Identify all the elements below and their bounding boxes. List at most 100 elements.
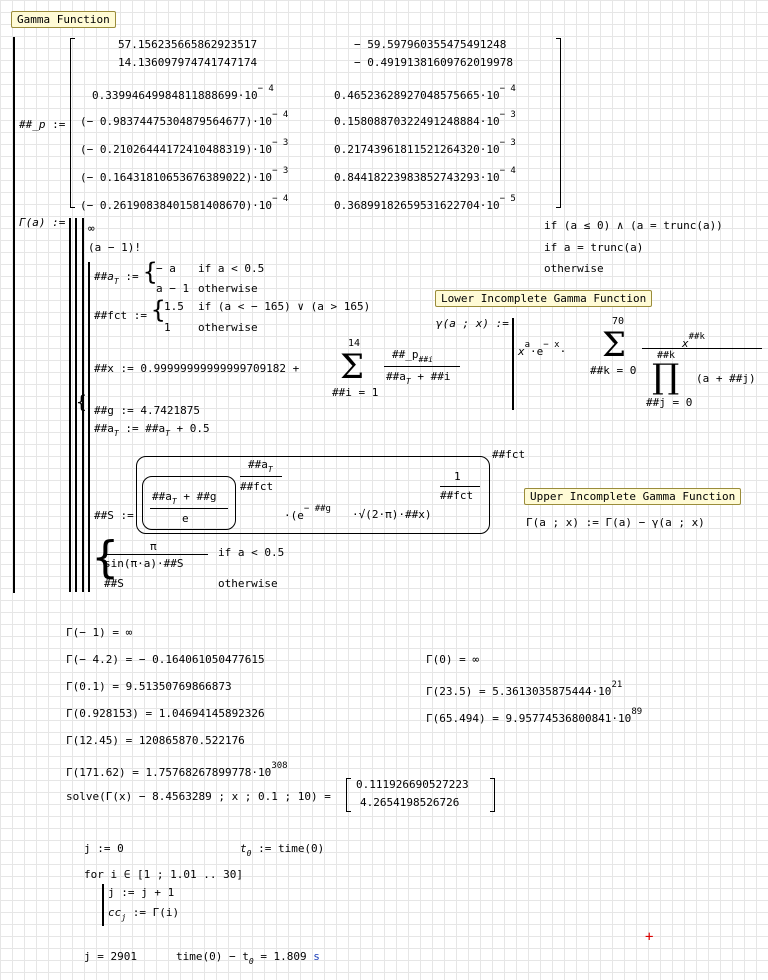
piecewise-brace: { xyxy=(151,296,166,324)
piecewise-brace: { xyxy=(92,532,119,583)
fraction-line xyxy=(642,348,762,349)
j-init[interactable]: j := 0 xyxy=(84,842,124,855)
fct-def-lhs[interactable]: ##fct := xyxy=(94,309,147,322)
header-text: Gamma Function xyxy=(17,13,110,26)
prod-sign: ∏ xyxy=(652,357,680,397)
S-def-lhs[interactable]: ##S := xyxy=(94,509,134,522)
gamma-function-label[interactable]: Gamma Function xyxy=(11,11,116,28)
sum-sign: Σ xyxy=(340,347,365,387)
fct-case1: 1.5 xyxy=(164,300,184,313)
program-bar-outer xyxy=(69,218,71,592)
piecewise-brace: { xyxy=(143,258,158,286)
final-else: ##S xyxy=(104,577,124,590)
matrix-cell: 14.136097974741747174 xyxy=(118,56,258,69)
fraction-line xyxy=(440,486,480,487)
matrix-cell: (− 0.16431810653676389022)·10− 3 xyxy=(80,166,289,184)
prod-term: (a + ##j) xyxy=(696,372,756,385)
aT-case1: − a xyxy=(156,262,176,275)
inner-exp-num: 1 xyxy=(454,470,461,483)
sum-numerator: ##_p##i xyxy=(392,348,433,364)
vector-bracket-left xyxy=(346,778,351,812)
S-denominator: e xyxy=(182,512,189,525)
exp-denominator: ##fct xyxy=(240,480,274,493)
fraction-line xyxy=(150,508,228,509)
lower-def-lhs[interactable]: γ(a ; x) := xyxy=(436,317,509,330)
solve-root: 4.2654198526726 xyxy=(360,796,460,809)
final-otherwise: otherwise xyxy=(218,577,278,590)
matrix-cell: − 0.49191381609762019978 xyxy=(354,56,513,69)
cond-nonpositive-int: if (a ≤ 0) ∧ (a = trunc(a)) xyxy=(544,219,723,232)
aT-cond2: otherwise xyxy=(198,282,258,295)
matrix-cell: 0.36899182659531622704·10− 5 xyxy=(334,194,516,212)
matrix-bracket-right xyxy=(556,38,561,208)
solve-expr[interactable]: solve(Γ(x) − 8.4563289 ; x ; 0.1 ; 10) = xyxy=(66,790,331,803)
factorial-expr: (a − 1)! xyxy=(88,241,141,254)
inner-exp-den: ##fct xyxy=(440,489,474,502)
for-loop[interactable]: for i ∈ [1 ; 1.01 .. 30] xyxy=(84,868,243,881)
sum-upper: 14 xyxy=(348,338,361,349)
result-line[interactable]: Γ(65.494) = 9.95774536800841·1089 xyxy=(426,707,643,725)
brace-left: { xyxy=(76,392,87,413)
result-line[interactable]: Γ(171.62) = 1.75768267899778·10308 xyxy=(66,761,288,779)
fct-case2: 1 xyxy=(164,321,171,334)
prod-lower: ##j = 0 xyxy=(646,396,693,409)
program-bar-deep xyxy=(88,262,90,592)
upper-incomplete-label[interactable]: Upper Incomplete Gamma Function xyxy=(524,488,742,505)
inf-value: ∞ xyxy=(88,222,95,235)
sum-sign: Σ xyxy=(602,325,627,365)
matrix-cell: − 59.597960355475491248 xyxy=(354,38,507,51)
result-line[interactable]: Γ(0.1) = 9.51350769866873 xyxy=(66,680,232,693)
p-def-lhs[interactable]: ##_p := xyxy=(19,118,66,131)
result-line[interactable]: Γ(− 4.2) = − 0.164061050477615 xyxy=(66,653,265,666)
fct-cond2: otherwise xyxy=(198,321,258,334)
upper-def[interactable]: Γ(a ; x) := Γ(a) − γ(a ; x) xyxy=(526,516,705,529)
matrix-cell: 57.156235665862923517 xyxy=(118,38,258,51)
matrix-cell: 0.84418223983852743293·10− 4 xyxy=(334,166,516,184)
elapsed-time[interactable]: time(0) − t0 = 1.809 s xyxy=(176,950,320,966)
j-result[interactable]: j = 2901 xyxy=(84,950,137,963)
fraction-line xyxy=(240,476,282,477)
g-def[interactable]: ##g := 4.7421875 xyxy=(94,404,200,417)
sum-lower: ##i = 1 xyxy=(332,386,379,399)
cond-integer: if a = trunc(a) xyxy=(544,241,644,254)
result-line[interactable]: Γ(0) = ∞ xyxy=(426,653,479,666)
program-bar xyxy=(512,318,514,410)
aT-update[interactable]: ##aT := ##aT + 0.5 xyxy=(94,422,210,438)
x-def-lhs[interactable]: ##x := 0.99999999999999709182 + xyxy=(94,362,300,375)
result-line[interactable]: Γ(0.928153) = 1.04694145892326 xyxy=(66,707,265,720)
matrix-cell: 0.15808870322491248884·10− 3 xyxy=(334,110,516,128)
t0-init[interactable]: t0 := time(0) xyxy=(240,842,325,858)
aT-def-lhs[interactable]: ##aT := xyxy=(94,270,139,286)
S-sqrt-term: ·√(2·π)·##x) xyxy=(352,508,432,521)
final-numerator: π xyxy=(150,540,157,553)
cond-otherwise: otherwise xyxy=(544,262,604,275)
outer-exp: ##fct xyxy=(492,448,526,461)
prod-upper: ##k xyxy=(657,350,676,361)
header-text: Lower Incomplete Gamma Function xyxy=(441,292,647,305)
fraction-line xyxy=(384,366,460,367)
result-line[interactable]: Γ(− 1) = ∞ xyxy=(66,626,133,639)
result-line[interactable]: Γ(12.45) = 120865870.522176 xyxy=(66,734,245,747)
S-numerator: ##aT + ##g xyxy=(152,490,217,506)
S-middle: ·(e− ##g xyxy=(284,504,331,522)
lower-incomplete-label[interactable]: Lower Incomplete Gamma Function xyxy=(435,290,653,307)
outer-paren xyxy=(136,456,490,534)
fraction-line xyxy=(104,554,208,555)
lower-body: xa·e− x· xyxy=(518,340,567,358)
final-denominator: sin(π·a)·##S xyxy=(104,557,184,570)
region-bar-left xyxy=(13,37,15,593)
aT-cond1: if a < 0.5 xyxy=(198,262,265,275)
loop-body-bar xyxy=(102,884,104,926)
frac-numerator: x##k xyxy=(682,332,705,350)
gamma-def-lhs[interactable]: Γ(a) := xyxy=(19,216,66,229)
sum-upper: 70 xyxy=(612,316,625,327)
fct-cond1: if (a < − 165) ∨ (a > 165) xyxy=(198,300,371,313)
aT-case2: a − 1 xyxy=(156,282,190,295)
matrix-cell: (− 0.98374475304879564677)·10− 4 xyxy=(80,110,289,128)
header-text: Upper Incomplete Gamma Function xyxy=(530,490,736,503)
sum-denominator: ##aT + ##i xyxy=(386,370,451,386)
final-cond: if a < 0.5 xyxy=(218,546,285,559)
result-line[interactable]: Γ(23.5) = 5.3613035875444·1021 xyxy=(426,680,623,698)
vector-bracket-right xyxy=(490,778,495,812)
matrix-cell: (− 0.21026444172410488319)·10− 3 xyxy=(80,138,289,156)
